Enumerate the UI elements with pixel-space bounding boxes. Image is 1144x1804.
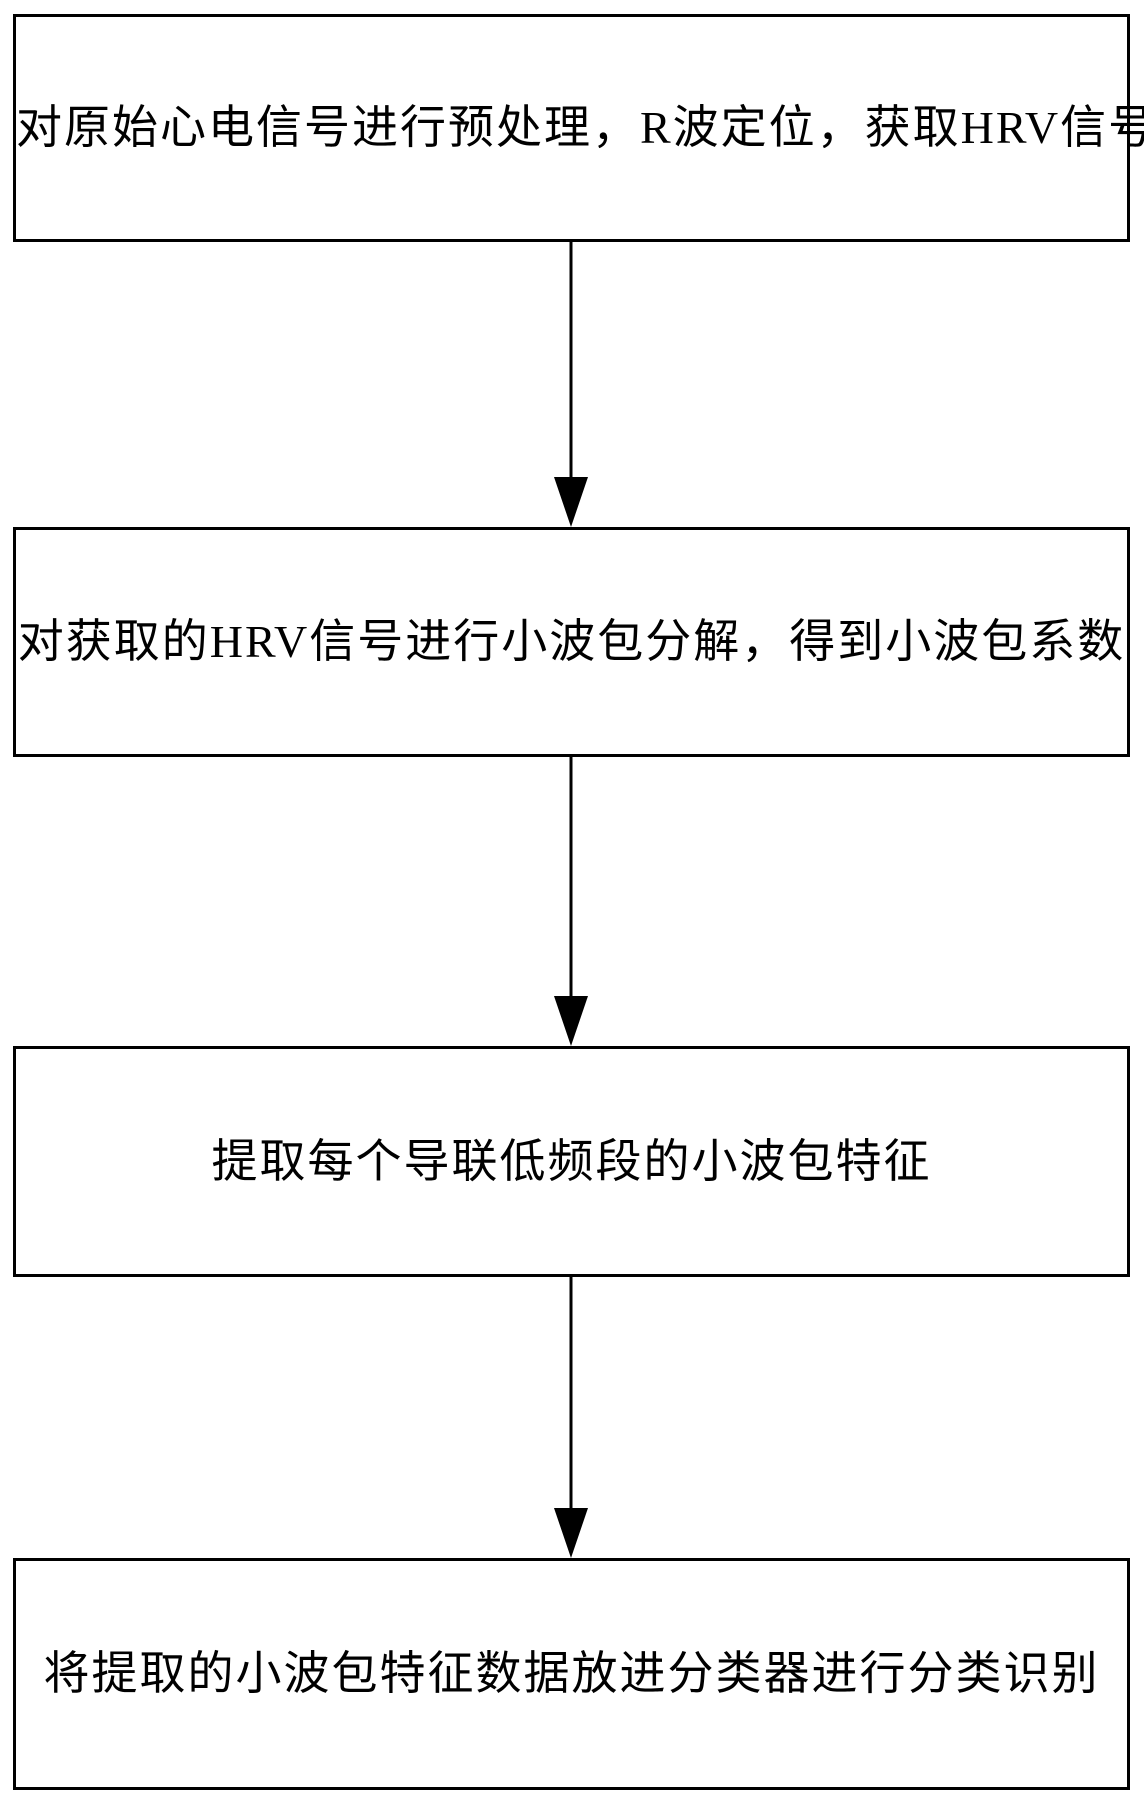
arrow-line [569,757,573,1000]
flow-step-label: 将提取的小波包特征数据放进分类器进行分类识别 [43,1648,1100,1700]
arrow-line [569,1277,573,1512]
arrow-down-icon [554,1508,588,1558]
flow-step-wavelet-decompose: 对获取的HRV信号进行小波包分解，得到小波包系数 [13,527,1130,757]
flow-step-preprocess: 对原始心电信号进行预处理，R波定位，获取HRV信号。 [13,14,1144,242]
flow-connector-1 [553,242,589,527]
arrow-down-icon [554,996,588,1046]
flow-step-label: 对原始心电信号进行预处理，R波定位，获取HRV信号。 [16,102,1144,154]
flow-step-extract-features: 提取每个导联低频段的小波包特征 [13,1046,1130,1277]
flow-step-label: 提取每个导联低频段的小波包特征 [211,1135,932,1187]
arrow-line [569,242,573,481]
flow-connector-2 [553,757,589,1046]
flow-connector-3 [553,1277,589,1558]
arrow-down-icon [554,477,588,527]
flow-step-classify: 将提取的小波包特征数据放进分类器进行分类识别 [13,1558,1130,1790]
flow-step-label: 对获取的HRV信号进行小波包分解，得到小波包系数 [17,616,1126,668]
